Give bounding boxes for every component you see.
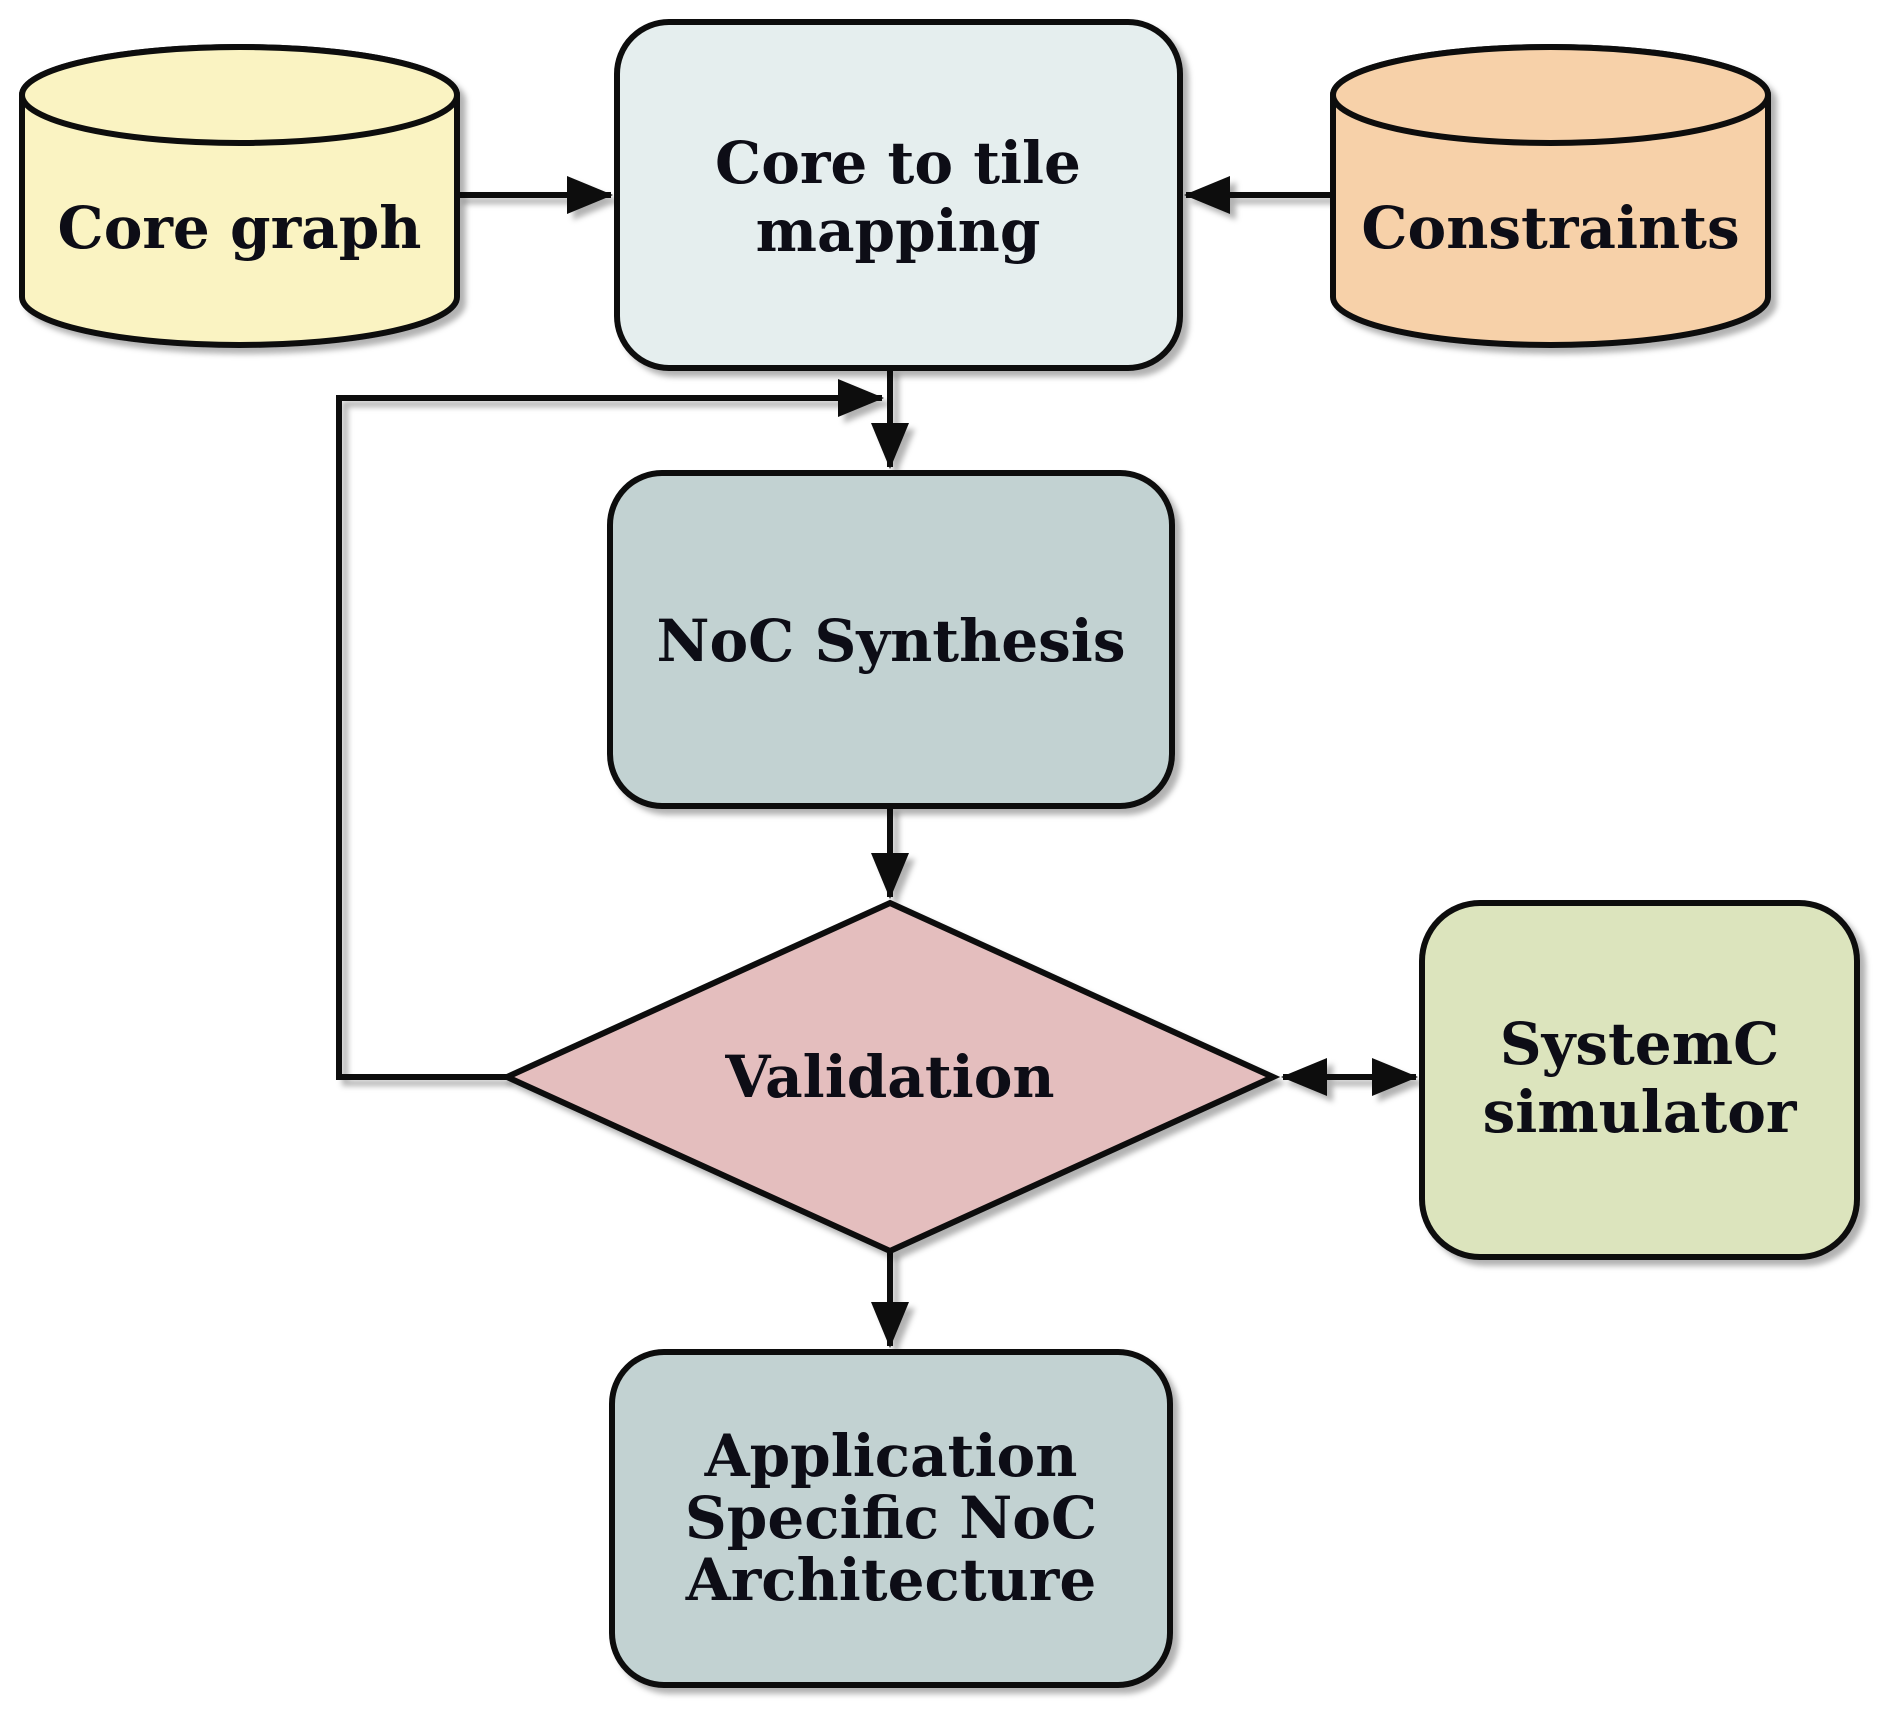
node-core-to-tile-mapping: Core to tile mapping <box>614 19 1183 371</box>
constraints-cylinder-top <box>1330 44 1771 146</box>
validation-diamond <box>499 899 1281 1255</box>
application-specific-noc-architecture-label-line3: Architecture <box>685 1546 1097 1614</box>
edge-validation-feedback-to-noc-synthesis <box>336 379 884 1080</box>
node-systemc-simulator: SystemC simulator <box>1419 900 1860 1260</box>
noc-synthesis-box <box>607 470 1175 809</box>
edges-layer <box>336 176 1418 1348</box>
core-to-tile-mapping-label-line2: mapping <box>756 197 1041 265</box>
application-specific-noc-architecture-label-line1: Application <box>704 1422 1078 1490</box>
node-application-specific-noc-architecture: Application Specific NoC Architecture <box>609 1349 1173 1688</box>
node-constraints: Constraints <box>1330 44 1771 348</box>
systemc-simulator-label-line2: simulator <box>1483 1078 1798 1146</box>
node-core-graph: Core graph <box>19 44 460 348</box>
core-graph-cylinder-top <box>19 44 460 146</box>
node-noc-synthesis: NoC Synthesis <box>607 470 1175 809</box>
core-to-tile-mapping-label-line1: Core to tile <box>715 129 1081 197</box>
core-graph-label: Core graph <box>58 194 422 262</box>
core-to-tile-mapping-box <box>614 19 1183 371</box>
systemc-simulator-label-line1: SystemC <box>1500 1010 1779 1078</box>
node-validation: Validation <box>499 899 1281 1255</box>
application-specific-noc-architecture-label-line2: Specific NoC <box>685 1484 1097 1552</box>
validation-label: Validation <box>724 1043 1054 1111</box>
systemc-simulator-box <box>1419 900 1860 1260</box>
noc-synthesis-label: NoC Synthesis <box>656 607 1125 675</box>
constraints-label: Constraints <box>1361 194 1739 262</box>
application-specific-noc-architecture-box <box>609 1349 1173 1688</box>
